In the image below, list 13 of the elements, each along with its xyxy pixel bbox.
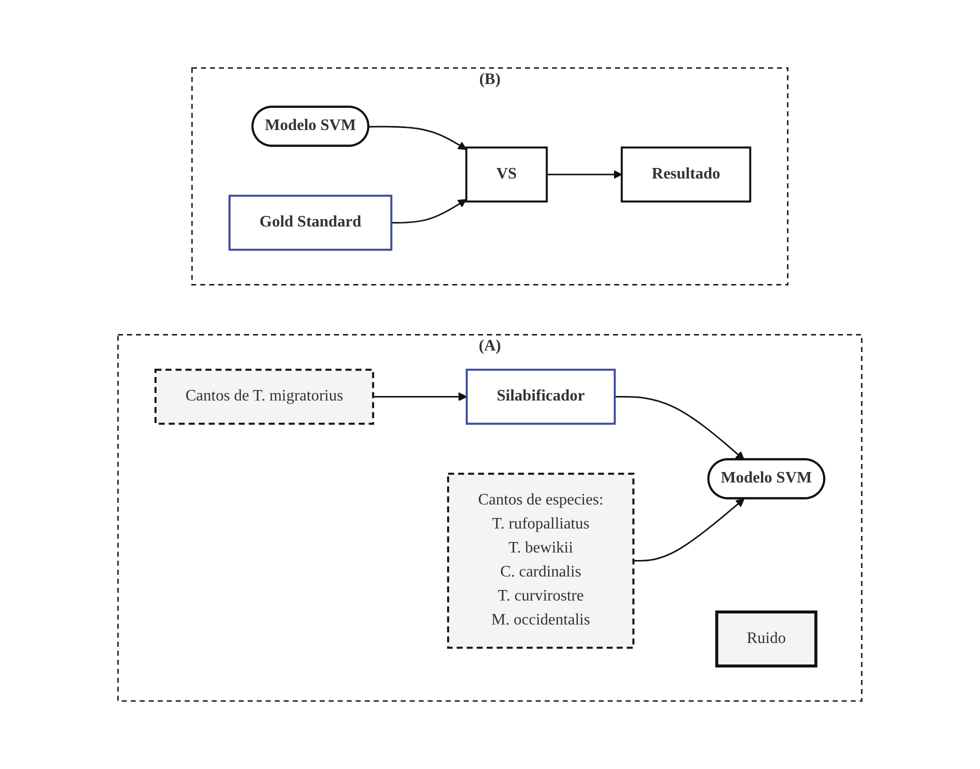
arrow [614,396,745,460]
arrow [368,126,467,150]
arrow [546,170,622,179]
node-box: Resultado [620,146,752,202]
node-box: VS [465,146,548,202]
node-box: Gold Standard [228,194,392,251]
node-box: Ruido [715,610,818,668]
node-box: Cantos de T. migratorius [154,368,374,425]
arrow [391,199,467,224]
node-box: Silabificador [466,368,616,425]
arrow [373,392,468,402]
arrow [634,498,745,562]
node-box: Cantos de especies: T. rufopalliatus T. bewikii C. cardinalis T. curvirostre M. occidentalis [447,472,635,649]
